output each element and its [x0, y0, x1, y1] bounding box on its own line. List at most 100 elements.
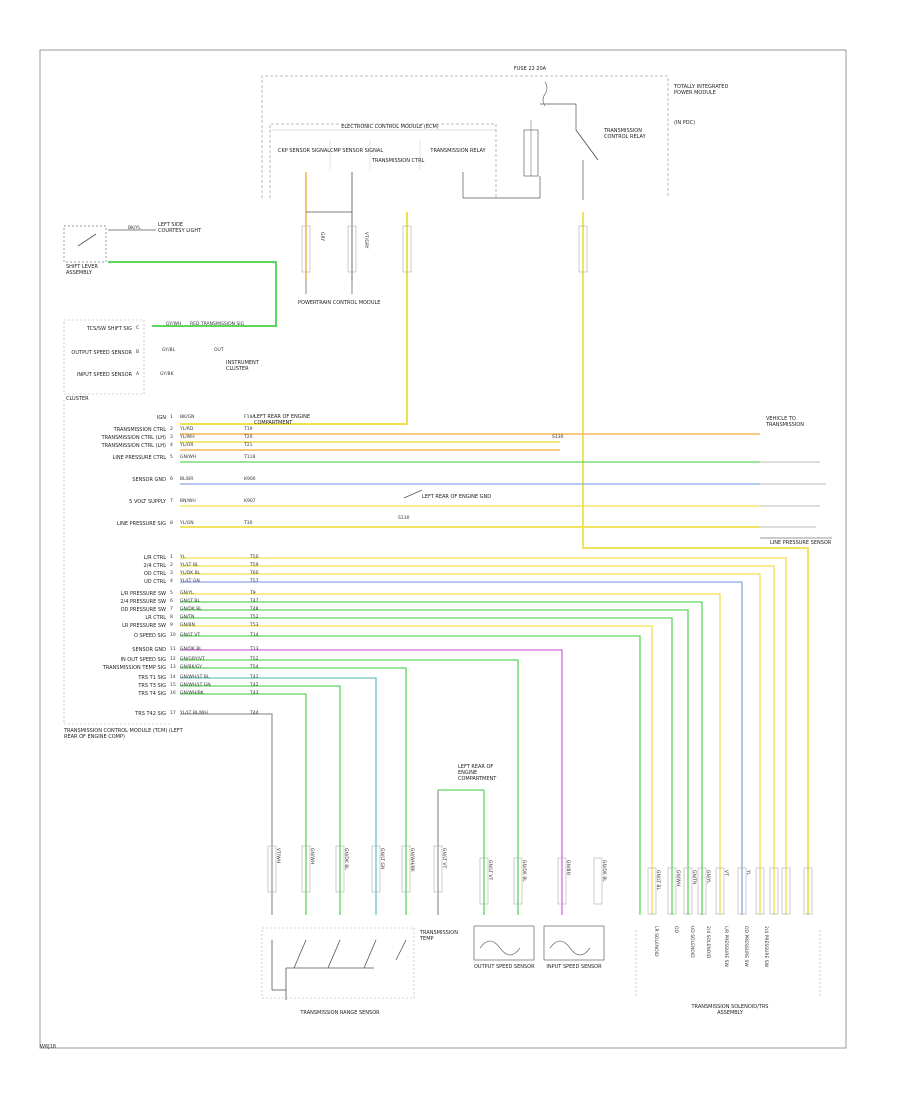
tcm-bottom-row-wire: GN/WH/LT BL — [180, 675, 210, 680]
tcm-top-row-ckt: F19A — [244, 415, 256, 420]
tipm-title: TOTALLY INTEGRATED POWER MODULE — [674, 84, 729, 96]
connector-wire-label: GN/BN — [565, 860, 570, 875]
tcm-bottom-row-pin: 9 — [170, 623, 173, 628]
tcm-bottom-row-ckt: T60 — [250, 571, 259, 576]
tcm-bottom-row-pin: 5 — [170, 591, 173, 596]
speed-sensors — [473, 925, 605, 961]
tcm-bottom-row-pin: 3 — [170, 571, 173, 576]
tcm-top-row-pin: 3 — [170, 435, 173, 440]
cluster-row-wire: GY/BK — [160, 372, 174, 377]
tcm-bottom-wires — [180, 557, 787, 915]
connector-wire-label: GN/YL — [705, 870, 710, 884]
crank-sensor-label: POWERTRAIN CONTROL MODULE — [298, 300, 381, 306]
tcm-top-row-name: SENSOR GND — [132, 477, 166, 483]
shift-lever-dest: LEFT SIDE COURTESY LIGHT — [158, 222, 202, 234]
solenoid-pin-label: OD — [673, 926, 678, 934]
tcm-bottom-row-name: 2/4 PRESSURE SW — [120, 599, 166, 605]
connector-wire-label: GN/LT GN — [379, 848, 384, 870]
fuse-symbol — [542, 81, 548, 107]
tcm-bottom-row-name: L/R CTRL — [143, 555, 166, 561]
splice-switch — [403, 489, 423, 499]
tcm-top-row-pin: 4 — [170, 443, 173, 448]
cluster-row-name: TCS/SW SHIFT SIG — [86, 326, 132, 332]
fuse-label: FUSE 22 20A — [513, 66, 547, 72]
tcm-bottom-row-name: SENSOR GND — [132, 647, 166, 653]
tcm-bottom-row-wire: GN/WH/BK — [180, 691, 204, 696]
connector-markers — [267, 225, 813, 915]
shift-lever-name: SHIFT LEVER ASSEMBLY — [66, 264, 98, 276]
tcm-top-row-wire: BN/WH — [180, 499, 196, 504]
inline-splice-label: S130 — [552, 435, 564, 440]
cluster-row-pin: B — [136, 350, 140, 355]
cluster-row-pin: A — [136, 372, 140, 377]
relay-label: TRANSMISSION CONTROL RELAY — [604, 128, 646, 140]
tcm-bottom-row-wire: GN/WH/LT GN — [180, 683, 211, 688]
tcm-top-row-wire: BL/BR — [180, 477, 194, 482]
tcm-top-row-name: LINE PRESSURE SIG — [116, 521, 166, 527]
left-rear-engine-label: LEFT REAR OF ENGINE COMPARTMENT — [254, 414, 311, 426]
tcm-name: TRANSMISSION CONTROL MODULE (TCM) (LEFT … — [64, 728, 183, 740]
splice-s130: S130 — [398, 516, 410, 521]
tcm-top-row-pin: 1 — [170, 415, 173, 420]
cluster-row-ckt: OUT — [214, 348, 224, 353]
tcm-top-row-name: TRANSMISSION CTRL — [113, 427, 166, 433]
tcm-bottom-row-wire: GN/GRY/VT — [180, 657, 205, 662]
tcm-bottom-row-pin: 15 — [170, 683, 176, 688]
tcm-bottom-row-ckt: T47 — [250, 599, 259, 604]
tcm-bottom-row-name: UD CTRL — [144, 579, 166, 585]
ckp-wire-label: GRY — [319, 232, 324, 242]
shift-lever-wire-color: BK/YL — [128, 226, 141, 231]
tcm-bottom-row-pin: 6 — [170, 599, 173, 604]
tcm-bottom-row-pin: 2 — [170, 563, 173, 568]
tcm-bottom-row-pin: 10 — [170, 633, 176, 638]
tcm-bottom-row-wire: GN/LT BL — [180, 599, 201, 604]
solenoid-pin-label: L/R PRESSURE SW — [723, 926, 728, 967]
connector-wire-label: GN/WH/BK — [409, 848, 414, 872]
connector-wire-label: VT/WH — [275, 848, 280, 864]
cluster-row-ckt: RED TRANSMISSION SIG — [190, 322, 245, 327]
tcm-top-row-wire: GN/WH — [180, 455, 197, 460]
shift-green-wire — [108, 261, 277, 327]
cmp-wire-label: VT/GRY — [363, 232, 368, 249]
tcm-bottom-row-wire: GN/BN — [180, 623, 195, 628]
connector-wire-label: GN/LT VT — [441, 848, 446, 869]
tcm-bottom-row-ckt: T42 — [250, 683, 259, 688]
tcm-bottom-row-wire: GN/LT VT — [180, 633, 201, 638]
tcm-top-row-name: TRANSMISSION CTRL (LH) — [101, 435, 166, 441]
tcm-top-row-name: IGN — [156, 415, 166, 421]
tcm-bottom-row-wire: YL/LT BL — [180, 563, 199, 568]
pdc-label: (IN PDC) — [674, 120, 696, 126]
tcm-bottom-row-wire: GN/YL — [180, 591, 194, 596]
tcm-bottom-row-pin: 12 — [170, 657, 176, 662]
tcm-bottom-row-wire: GN/DK BL — [180, 647, 202, 652]
tcm-bottom-row-name: OD PRESSURE SW — [120, 607, 166, 613]
tcm-bottom-row-name: OD CTRL — [143, 571, 166, 577]
footer-code: W6J18 — [40, 1044, 56, 1050]
tcm-bottom-row-wire: YL/LT GN — [180, 579, 200, 584]
tcm-bottom-row-ckt: T41 — [250, 675, 259, 680]
vehicle-to-trans: VEHICLE TO TRANSMISSION — [766, 416, 804, 428]
tcm-bottom-row-name: IN OUT SPEED SIG — [120, 657, 166, 663]
ecm-cell-ckp: CKP SENSOR SIGNAL — [278, 148, 331, 154]
tcm-bottom-row-ckt: T52 — [250, 657, 259, 662]
connector-wire-label: GN/LT BL — [655, 870, 660, 891]
connector-wire-label: GN/WH — [309, 848, 314, 865]
connector-wire-label: GN/DK BL — [343, 848, 348, 870]
tcm-bottom-row-wire: GN/TN — [180, 615, 195, 620]
tcm-bottom-row-ckt: T48 — [250, 607, 259, 612]
relay-switch-arm — [575, 129, 599, 161]
trs-switches — [261, 927, 415, 1000]
tcm-top-row-name: 5 VOLT SUPPLY — [129, 499, 166, 505]
tcm-top-row-name: TRANSMISSION CTRL (LH) — [101, 443, 166, 449]
relay-output-wire — [582, 212, 809, 915]
cluster-dest: INSTRUMENT CLUSTER — [226, 360, 259, 372]
tcm-top-row-pin: 7 — [170, 499, 173, 504]
tcm-bottom-row-name: 2/4 CTRL — [143, 563, 166, 569]
solenoid-pin-label: OD PRESSURE SW — [743, 926, 748, 967]
tcm-bottom-row-pin: 8 — [170, 615, 173, 620]
ecm-cell-cmp: CMP SENSOR SIGNAL — [330, 148, 384, 154]
tcm-bottom-row-ckt: T52 — [250, 615, 259, 620]
output-speed-sensor: OUTPUT SPEED SENSOR — [474, 964, 535, 970]
tcm-top-row-pin: 2 — [170, 427, 173, 432]
connector-wire-label: VT — [723, 870, 728, 876]
